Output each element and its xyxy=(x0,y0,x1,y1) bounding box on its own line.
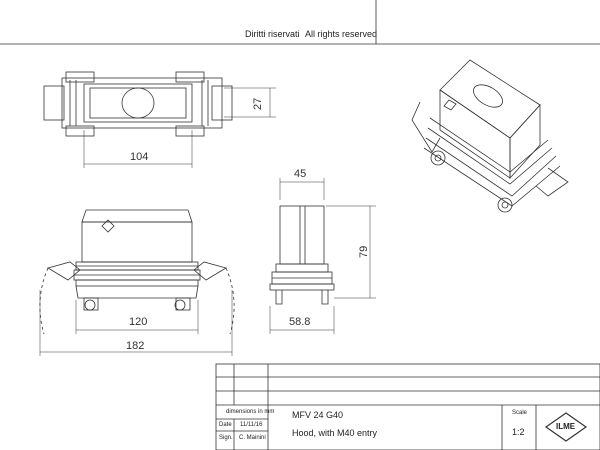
scale-label: Scale xyxy=(512,410,528,416)
product-code: MFV 24 G40 xyxy=(292,410,344,420)
dimension-top-length: 104 xyxy=(130,151,149,163)
top-view-lever-left xyxy=(43,85,65,121)
dimension-top-height: 27 xyxy=(252,97,264,110)
sign-value: C. Mainini xyxy=(239,435,266,441)
front-view-top xyxy=(81,209,193,223)
top-view-inner xyxy=(89,87,187,119)
top-view-dimensions xyxy=(83,87,276,168)
iso-top-face xyxy=(439,59,541,139)
top-view-entry xyxy=(121,87,155,119)
front-view xyxy=(39,209,235,335)
dimension-front-inner: 120 xyxy=(129,316,148,328)
front-view-logo-mark xyxy=(101,219,115,233)
front-view-dimensions xyxy=(39,290,233,356)
scale-value: 1:2 xyxy=(512,427,525,437)
sign-label: Sign. xyxy=(219,435,233,441)
iso-lever-right xyxy=(535,167,569,197)
front-lever-right xyxy=(193,261,228,281)
side-view-leg-left xyxy=(275,290,283,305)
date-value: 11/11/16 xyxy=(240,422,263,428)
side-view-leg-right xyxy=(321,290,329,305)
dimension-side-base: 58.8 xyxy=(289,316,311,328)
logo-text: ILME xyxy=(556,422,576,431)
iso-lever-left xyxy=(411,101,441,153)
isometric-view xyxy=(411,59,569,213)
top-view xyxy=(43,71,233,137)
side-view-body xyxy=(279,205,325,265)
rights-reserved-italian: Diritti riservati xyxy=(245,29,300,39)
iso-side-face xyxy=(509,103,541,180)
rights-reserved-english: All rights reserved xyxy=(305,29,378,39)
dimension-side-width: 45 xyxy=(294,168,307,180)
date-label: Date xyxy=(219,422,232,428)
top-view-clip-bl xyxy=(65,125,95,137)
top-view-clip-tr xyxy=(175,71,205,83)
top-view-outer xyxy=(61,77,223,129)
iso-entry xyxy=(473,84,503,108)
dimension-side-height: 79 xyxy=(358,245,370,258)
units-label: dimensions in mm xyxy=(226,409,275,415)
ilme-logo xyxy=(544,412,588,442)
side-view-dimensions xyxy=(269,178,376,334)
front-view-body xyxy=(81,221,193,263)
top-view-clip-tl xyxy=(65,71,95,83)
top-view-lever-right xyxy=(211,85,233,121)
product-description: Hood, with M40 entry xyxy=(292,428,378,438)
top-view-body xyxy=(83,83,193,123)
title-block-grid xyxy=(215,363,600,450)
front-view-base xyxy=(75,285,199,299)
side-view xyxy=(269,205,335,305)
top-view-clip-br xyxy=(175,125,205,137)
front-lever-left xyxy=(46,261,81,281)
dimension-front-overall: 182 xyxy=(126,340,145,352)
